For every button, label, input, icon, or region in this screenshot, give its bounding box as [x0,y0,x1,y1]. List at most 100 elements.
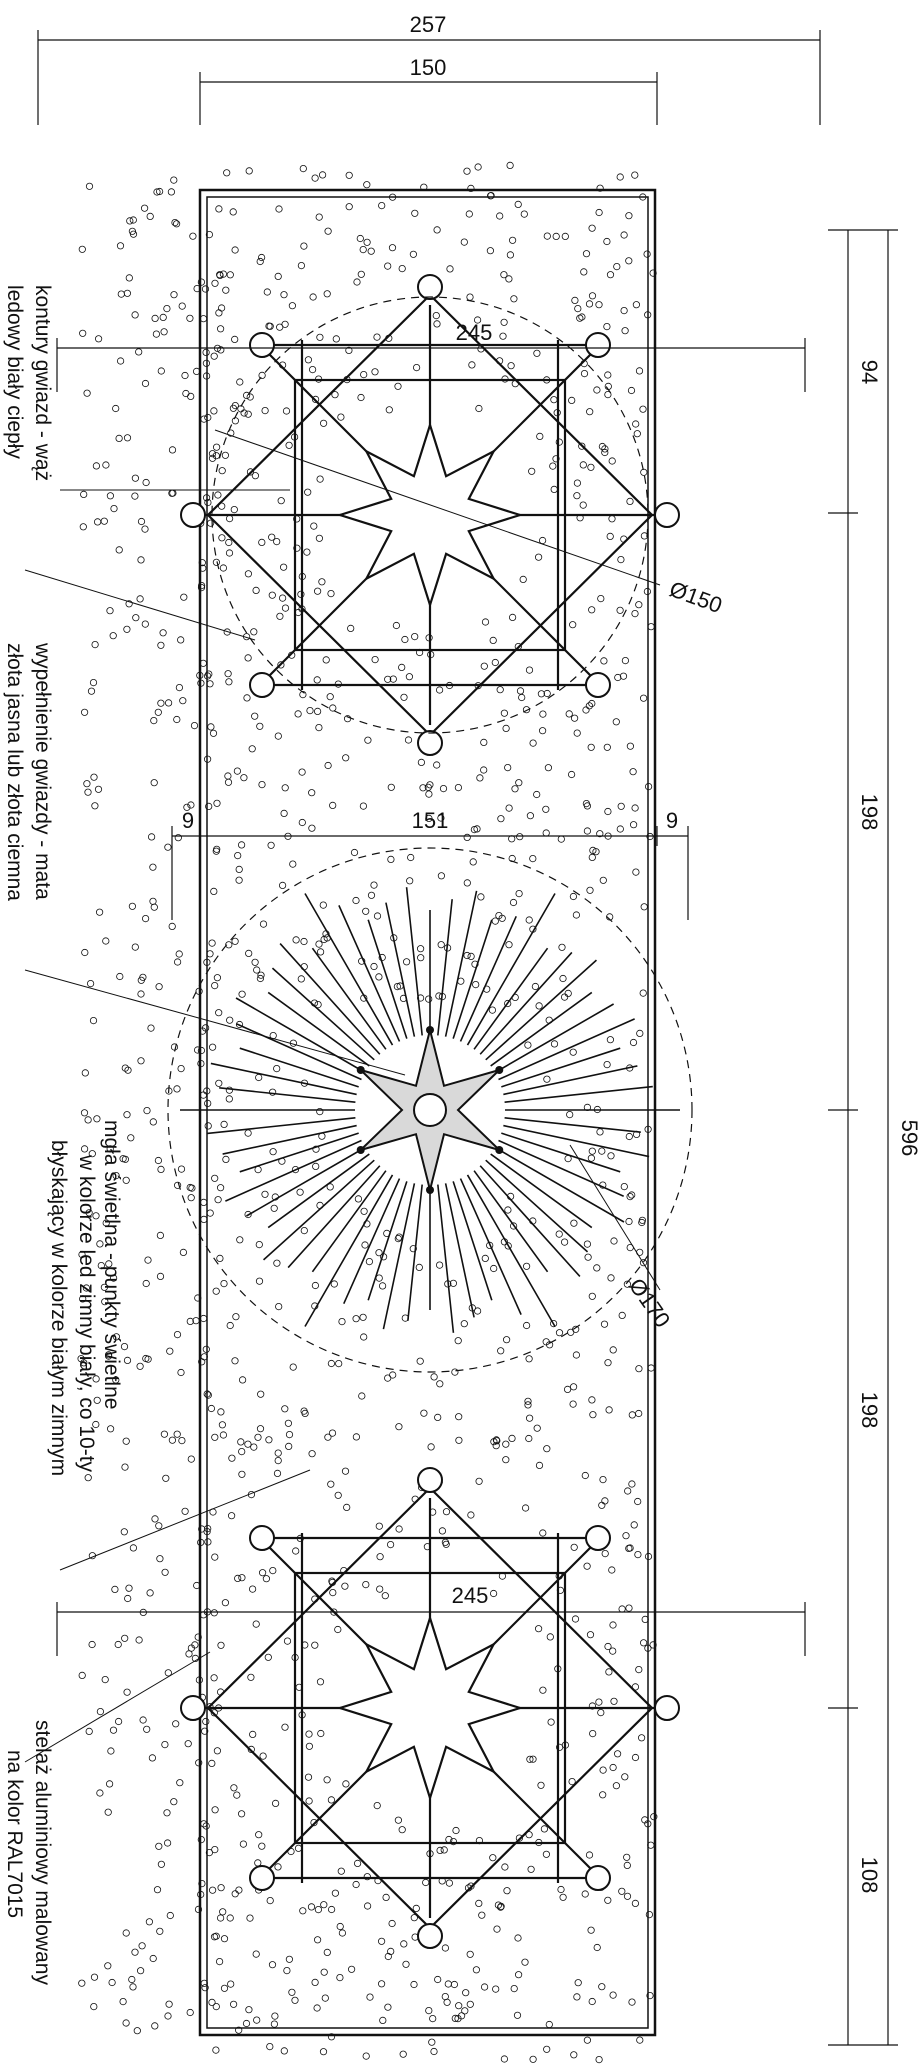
radial-ray [498,1139,624,1197]
light-point [539,1686,547,1694]
light-point [609,1991,617,1999]
light-point [220,1984,229,1992]
light-point [489,636,497,645]
dim-frame-width: 150 [410,55,447,80]
light-point [400,1940,408,1948]
light-point [94,785,103,793]
light-point [197,1046,205,1055]
light-point [555,1329,564,1337]
light-point [117,290,125,298]
light-point [334,1491,342,1499]
light-point [96,1789,104,1797]
light-point [609,1763,617,1772]
light-point [160,1430,168,1438]
light-point [236,1236,244,1244]
light-point [225,1095,233,1103]
light-point [546,1633,554,1641]
light-point [218,467,226,475]
light-point [649,1641,657,1649]
light-point [112,1333,121,1341]
light-point [580,369,589,378]
light-point [81,708,89,716]
radial-ray [235,997,366,1074]
light-point [410,1980,418,1989]
light-point [231,246,239,254]
light-point [526,1755,534,1763]
light-point [521,1504,530,1512]
light-point [206,680,214,688]
light-point [300,242,308,250]
light-point [486,247,494,255]
light-point [622,1532,630,1540]
light-point [146,212,154,220]
light-point [345,346,353,354]
light-point [271,2012,279,2020]
light-point [449,1838,457,1846]
light-point [79,523,87,531]
light-point [217,1408,225,1416]
radial-ray [236,1023,362,1081]
light-point [610,1237,618,1245]
light-point [137,990,145,998]
light-point [502,1336,511,1344]
light-point [231,401,239,410]
light-point [275,205,283,213]
light-point [625,1604,633,1612]
light-point [283,1967,291,1975]
light-point [82,1284,91,1292]
light-point [586,408,594,416]
light-point [107,1425,115,1433]
light-point [231,937,239,945]
light-point [83,780,91,788]
star-end-circle [249,332,275,358]
light-point [257,971,265,979]
star-end-circle [417,274,443,300]
light-point [278,594,287,602]
light-point [555,1230,563,1238]
radial-ray [444,1183,475,1318]
light-point [623,1280,632,1288]
light-point [395,1423,403,1431]
light-point [150,779,158,787]
light-point [318,171,327,179]
radial-ray [490,991,593,1067]
light-point [609,1621,617,1629]
light-point [587,743,595,751]
light-point [270,2020,278,2028]
light-point [172,1720,180,1728]
label-light-mist-2: w kolorze led zimny biały, co 10-ty [75,1154,98,1473]
light-point [139,1716,147,1724]
light-point [105,1352,113,1360]
star-end-circle [249,1525,275,1551]
light-point [496,686,504,694]
star-end-circle [417,730,443,756]
light-point [515,1834,524,1842]
light-point [89,1016,98,1025]
light-point [219,270,227,278]
radial-ray [479,951,573,1055]
light-point [613,262,621,271]
light-point [159,313,167,321]
light-point [233,1791,241,1799]
light-point [338,1929,346,1937]
light-point [250,1443,258,1451]
light-point [93,1115,101,1123]
light-point [171,219,179,227]
light-point [508,1434,516,1443]
light-point [578,442,586,450]
light-point [80,1109,89,1117]
light-point [472,1966,480,1974]
light-point [581,1890,589,1898]
light-point [141,525,149,533]
light-point [247,1745,255,1754]
light-point [542,1850,551,1858]
light-point [239,1376,247,1384]
light-point [315,723,323,732]
light-point [255,1241,263,1249]
light-point [106,1780,114,1788]
light-point [221,1599,229,1607]
light-point [434,1413,442,1422]
light-point [205,802,213,811]
light-point [224,772,232,780]
light-point [320,1901,328,1909]
